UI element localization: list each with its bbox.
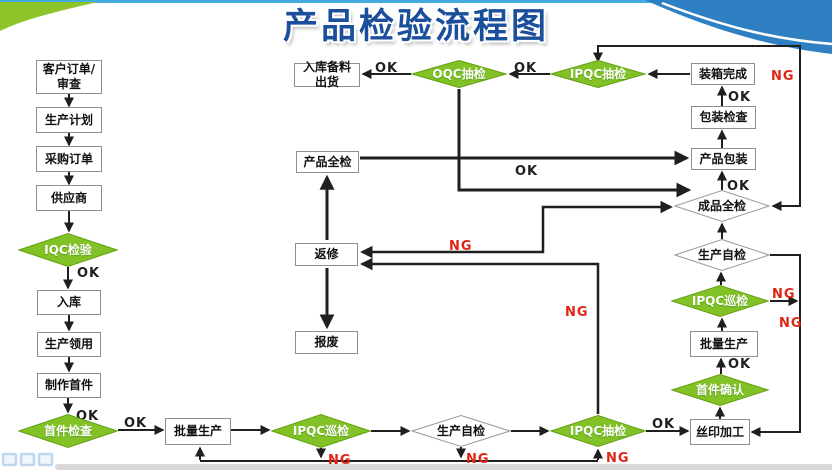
node-finished-full-inspect: 成品全检 <box>674 190 770 222</box>
node-label: 客户订单/审查 <box>42 62 96 91</box>
node-ipqc-patrol-right: IPQC巡检 <box>671 285 769 317</box>
node-label: IPQC抽检 <box>569 66 627 81</box>
node-label: 生产自检 <box>697 247 746 262</box>
node-product-packaging: 产品包装 <box>691 148 756 170</box>
node-ipqc-patrol-bottom: IPQC巡检 <box>271 414 371 448</box>
node-oqc-sampling: OQC抽检 <box>411 60 507 88</box>
node-iqc-inspection: IQC检验 <box>18 233 118 267</box>
node-label: 丝印加工 <box>695 424 744 439</box>
node-batch-production-right: 批量生产 <box>690 331 758 357</box>
node-label: 报废 <box>314 335 339 349</box>
node-label: 返修 <box>314 247 339 261</box>
node-production-plan: 生产计划 <box>36 107 102 133</box>
node-warehouse-shipping: 入库备料出货 <box>294 60 360 89</box>
node-packaging-check: 包装检查 <box>691 106 756 129</box>
node-label: 首件确认 <box>695 382 744 397</box>
node-silk-printing: 丝印加工 <box>690 419 750 445</box>
page-title: 产品检验流程图 <box>282 7 549 47</box>
node-batch-production-left: 批量生产 <box>165 418 231 445</box>
node-first-article-confirm: 首件确认 <box>671 374 769 406</box>
node-label: 生产计划 <box>44 112 93 127</box>
node-label: 供应商 <box>50 190 87 205</box>
node-label: IQC检验 <box>44 242 92 257</box>
node-label: 包装检查 <box>699 110 748 124</box>
node-label: 采购订单 <box>44 151 93 166</box>
node-scrap: 报废 <box>295 331 358 354</box>
node-label: 生产领用 <box>44 337 93 351</box>
node-purchase-order: 采购订单 <box>36 146 102 172</box>
node-label: 装箱完成 <box>698 66 747 81</box>
node-label: 制作首件 <box>44 378 93 392</box>
diamond-shape <box>550 415 646 447</box>
diamond-shape <box>18 414 118 448</box>
node-production-requisition: 生产领用 <box>37 332 101 357</box>
node-label: 批量生产 <box>699 336 748 351</box>
node-ipqc-sampling-top: IPQC抽检 <box>550 60 646 88</box>
node-self-check-bottom: 生产自检 <box>411 415 511 447</box>
node-label: 入库 <box>56 295 81 309</box>
diamond-shape <box>271 414 371 448</box>
node-label: IPQC巡检 <box>292 423 350 438</box>
watermark-glyph <box>2 453 17 466</box>
node-warehouse-in: 入库 <box>37 290 101 315</box>
node-supplier: 供应商 <box>36 185 102 211</box>
node-label: 产品包装 <box>699 151 748 166</box>
node-label: IPQC巡检 <box>691 293 749 308</box>
diamond-shape <box>674 239 770 271</box>
node-first-article-making: 制作首件 <box>37 373 101 398</box>
bottom-bar <box>55 464 832 470</box>
watermark-logo <box>2 453 53 466</box>
node-label: 生产自检 <box>436 423 485 438</box>
node-label: IPQC抽检 <box>569 423 627 438</box>
node-label: 成品全检 <box>697 198 746 213</box>
watermark-glyph <box>38 453 53 466</box>
diamond-shape <box>411 60 507 88</box>
node-label: 首件检查 <box>43 423 92 438</box>
node-self-check-right: 生产自检 <box>674 239 770 271</box>
node-product-full-inspect: 产品全检 <box>296 151 359 173</box>
diamond-shape <box>18 233 118 267</box>
node-label: 产品全检 <box>303 154 352 169</box>
diamond-shape <box>411 415 511 447</box>
node-label: 入库备料出货 <box>302 60 351 89</box>
node-packing-complete: 装箱完成 <box>691 63 755 85</box>
watermark-glyph <box>20 453 35 466</box>
node-first-article-check: 首件检查 <box>18 414 118 448</box>
node-customer-order: 客户订单/审查 <box>36 60 102 94</box>
node-rework: 返修 <box>295 243 358 266</box>
node-ipqc-sampling-bottom: IPQC抽检 <box>550 415 646 447</box>
node-label: 批量生产 <box>173 424 222 438</box>
node-label: OQC抽检 <box>432 66 486 81</box>
